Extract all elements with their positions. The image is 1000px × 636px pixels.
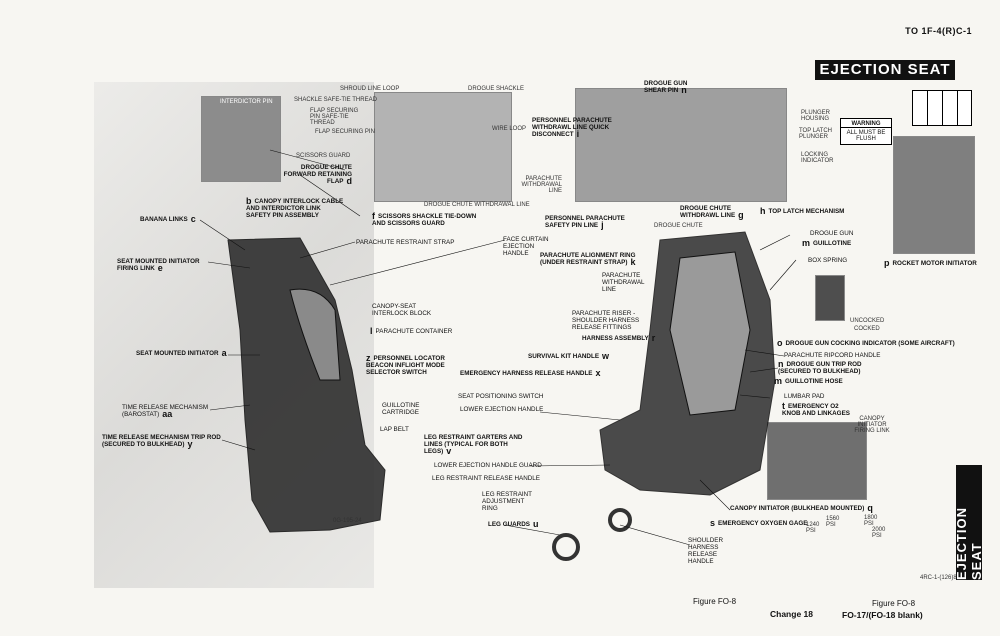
warning-title: WARNING xyxy=(841,121,891,128)
figure-caption-right: Figure FO-8 xyxy=(872,599,916,608)
indicator-grid-icon xyxy=(912,90,972,126)
psi-2000-label: 2000 PSI xyxy=(872,527,886,539)
flap-securing-pin-label: FLAP SECURING PIN xyxy=(315,129,375,135)
callout-parachute-ripcord-handle: PARACHUTE RIPCORD HANDLE xyxy=(784,352,881,359)
callout-leg-restraint-adjustment-ring: LEG RESTRAINT ADJUSTMENT RING xyxy=(482,491,532,512)
flap-securing-pin-safe-tie-label: FLAP SECURING PIN SAFE-TIE THREAD xyxy=(310,108,359,126)
callout-canopy-seat-interlock: CANOPY-SEAT INTERLOCK BLOCK xyxy=(372,303,432,317)
canopy-initiator-inset-photo xyxy=(767,422,867,500)
callout-parachute-withdrawal-line-mid: PARACHUTE WITHDRAWAL LINE xyxy=(602,272,645,293)
document-id: TO 1F-4(R)C-1 xyxy=(905,26,972,36)
left-seat-silhouette xyxy=(227,237,386,533)
callout-parachute-restraint-strap: PARACHUTE RESTRAINT STRAP xyxy=(356,239,455,246)
psi-1560-label: 1560 PSI xyxy=(826,516,840,528)
wire-loop-label: WIRE LOOP xyxy=(492,126,527,132)
cocking-indicator-inset-photo xyxy=(815,275,845,321)
image-code: 4RC-1-(126)83 xyxy=(920,575,961,581)
interdictor-pin-label: INTERDICTOR PIN xyxy=(220,99,273,105)
plunger-housing-label: PLUNGER HOUSING xyxy=(801,110,831,122)
psi-1800-label: 1800 PSI xyxy=(864,515,878,527)
top-latch-plunger-label: TOP LATCH PLUNGER xyxy=(799,128,833,140)
callout-time-release-mechanism: TIME RELEASE MECHANISM (BAROSTAT)aa xyxy=(122,404,209,419)
callout-lap-belt: LAP BELT xyxy=(380,426,409,433)
callout-drogue-gun: DROGUE GUN xyxy=(810,230,854,237)
warning-box: WARNING ALL MUST BE FLUSH xyxy=(840,118,892,145)
locking-indicator-label: LOCKING INDICATOR xyxy=(801,152,834,164)
callout-face-curtain: FACE CURTAIN EJECTION HANDLE xyxy=(503,236,549,257)
callout-lower-ejection-handle-guard: LOWER EJECTION HANDLE GUARD xyxy=(434,462,542,469)
callout-leg-restraint-garters: LEG RESTRAINT GARTERS AND LINES (TYPICAL… xyxy=(424,434,523,456)
callout-parachute-alignment-ring: PARACHUTE ALIGNMENT RING (UNDER RESTRAIN… xyxy=(540,252,636,267)
callout-canopy-initiator: CANOPY INITIATOR (BULKHEAD MOUNTED)q xyxy=(730,503,873,513)
drogue-chute-withdrawal-line-label: DROGUE CHUTE WITHDRAWAL LINE xyxy=(424,202,530,208)
callout-time-release-trip-rod: TIME RELEASE MECHANISM TRIP ROD (SECURED… xyxy=(102,434,221,449)
cocked-label: COCKED xyxy=(854,326,880,332)
drogue-chute-small-label: DROGUE CHUTE xyxy=(654,223,703,229)
callout-parachute-riser: PARACHUTE RISER - SHOULDER HARNESS RELEA… xyxy=(572,310,640,331)
callout-leg-restraint-release-handle: LEG RESTRAINT RELEASE HANDLE xyxy=(432,475,541,482)
shroud-line-loop-label: SHROUD LINE LOOP xyxy=(340,86,400,92)
callout-shoulder-harness-release-handle: SHOULDER HARNESS RELEASE HANDLE xyxy=(688,537,723,565)
callout-seat-positioning-switch: SEAT POSITIONING SWITCH xyxy=(458,393,544,400)
drogue-shackle-inset-photo xyxy=(374,92,512,202)
callout-lumbar-pad: LUMBAR PAD xyxy=(784,393,825,400)
leader-lines xyxy=(199,149,797,546)
change-number: Change 18 xyxy=(770,609,813,619)
callout-lower-ejection-handle: LOWER EJECTION HANDLE xyxy=(460,406,544,413)
page-number: FO-17/(FO-18 blank) xyxy=(842,610,923,620)
uncocked-label: UNCOCKED xyxy=(850,318,885,324)
canopy-initiator-firing-link-label: CANOPY INITIATOR FIRING LINK xyxy=(854,416,890,434)
callout-box-spring: BOX SPRING xyxy=(808,257,848,264)
callout-personnel-parachute-withdrawl: PERSONNEL PARACHUTE WITHDRAWL LINE QUICK… xyxy=(532,117,612,139)
warning-text: ALL MUST BE FLUSH xyxy=(846,130,886,142)
drogue-shackle-label: DROGUE SHACKLE xyxy=(468,86,525,92)
callout-guillotine-cartridge: GUILLOTINE CARTRIDGE xyxy=(382,402,420,416)
figure-caption-left: Figure FO-8 xyxy=(693,597,737,606)
top-latch-inset-photo xyxy=(575,88,787,202)
seat-code: 0G-195-24 xyxy=(333,518,362,524)
rocket-motor-inset-photo xyxy=(893,136,975,254)
scissors-guard-label: SCISSORS GUARD xyxy=(296,153,351,159)
section-title-banner: EJECTION SEAT xyxy=(815,60,955,80)
side-tab: EJECTION SEAT xyxy=(954,465,984,580)
parachute-withdrawal-line-label: PARACHUTE WITHDRAWAL LINE xyxy=(521,176,562,194)
psi-1240-label: 1240 PSI xyxy=(806,522,820,534)
right-seat-silhouette xyxy=(552,231,776,561)
interdictor-inset-photo xyxy=(201,96,281,182)
shackle-safe-tie-label: SHACKLE SAFE-TIE THREAD xyxy=(294,97,377,103)
